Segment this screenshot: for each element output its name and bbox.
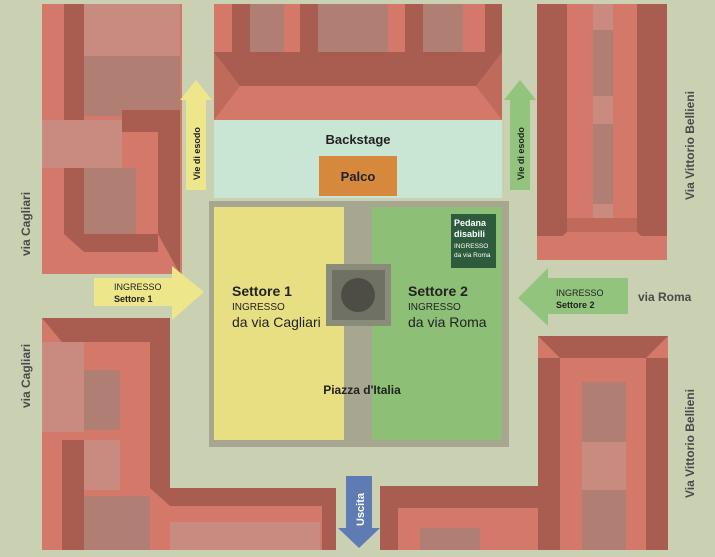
disabled-platform[interactable] — [451, 214, 496, 268]
sector-1-entrance: INGRESSO — [232, 302, 285, 313]
street-east-middle: via Roma — [638, 290, 692, 304]
building-bottom-center — [380, 486, 558, 550]
exit-left-arrow-icon[interactable] — [180, 80, 212, 190]
square-label: Piazza d'Italia — [323, 383, 401, 397]
entrance-1-line2: Settore 1 — [114, 294, 153, 304]
building-top-center — [214, 4, 502, 120]
exit-bottom-arrow-icon[interactable] — [338, 476, 380, 548]
street-west-upper: via Cagliari — [19, 192, 33, 256]
stage — [319, 156, 397, 196]
monument-icon — [341, 278, 375, 312]
sector-2-title: Settore 2 — [408, 283, 468, 299]
building-bottom-left — [42, 318, 336, 550]
street-west-lower: via Cagliari — [19, 344, 33, 408]
platform-line1: Pedana — [454, 218, 487, 228]
entrance-1-line1: INGRESSO — [114, 282, 162, 292]
stage-label: Palco — [341, 169, 376, 184]
building-top-left — [42, 4, 182, 274]
street-east-lower: Via Vittorio Bellieni — [683, 389, 697, 498]
building-top-right — [537, 4, 667, 260]
platform-line3: INGRESSO — [454, 243, 488, 250]
entrance-2-line2: Settore 2 — [556, 300, 595, 310]
sector-1-from: da via Cagliari — [232, 314, 321, 330]
backstage-label: Backstage — [325, 132, 390, 147]
entrance-1-arrow-icon[interactable] — [94, 266, 204, 320]
exit-bottom-label: Uscita — [355, 492, 367, 526]
exit-left-label: Vie di esodo — [192, 127, 202, 180]
building-bottom-right — [538, 336, 668, 550]
sector-1-title: Settore 1 — [232, 283, 292, 299]
street-east-upper: Via Vittorio Bellieni — [683, 91, 697, 200]
platform-line4: da via Roma — [454, 252, 491, 259]
exit-right-label: Vie di esodo — [516, 127, 526, 180]
sector-2-entrance: INGRESSO — [408, 302, 461, 313]
entrance-2-line1: INGRESSO — [556, 288, 604, 298]
sector-1[interactable] — [214, 207, 344, 440]
entrance-2-arrow-icon[interactable] — [518, 268, 628, 326]
platform-line2: disabili — [454, 229, 485, 239]
sector-2-from: da via Roma — [408, 314, 487, 330]
exit-right-arrow-icon[interactable] — [504, 80, 536, 190]
